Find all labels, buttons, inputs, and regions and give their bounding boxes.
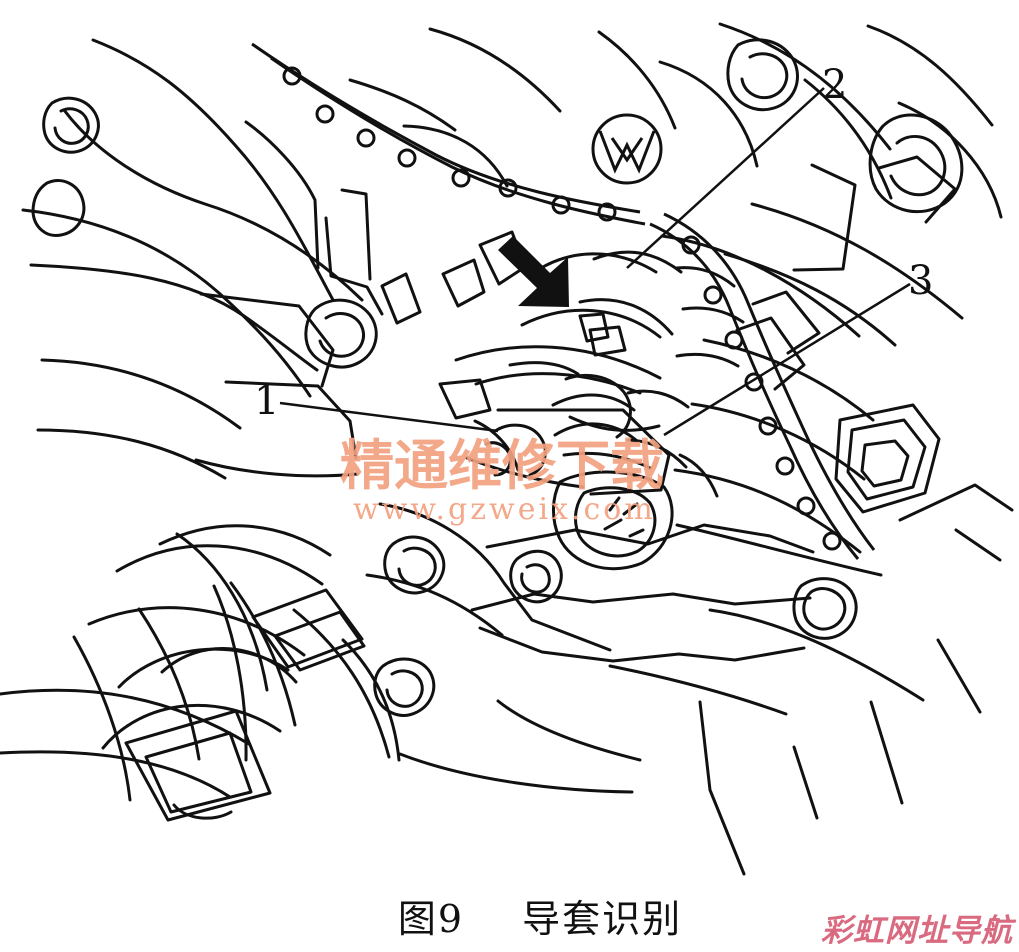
leader-lines (279, 87, 911, 437)
watermark-url: www.gzweix.com (353, 492, 656, 527)
figure-caption: 图9 导套识别 (350, 885, 730, 945)
pointer-arrow-icon (498, 236, 569, 307)
site-watermark-badge: 彩虹网址导航 (821, 904, 1013, 950)
timing-chain (251, 42, 876, 560)
watermark-overlay: 精通维修下载 www.gzweix.com (340, 433, 664, 527)
callout-1-label: 1 (254, 378, 279, 424)
callout-numbers: 1 2 3 (254, 62, 933, 424)
callout-3-label: 3 (908, 258, 933, 304)
figure-title: 导套识别 (522, 896, 683, 941)
figure-number: 图9 (397, 896, 465, 941)
site-watermark-text: 彩虹网址导航 (821, 912, 1013, 949)
technical-line-art (0, 22, 1014, 876)
vw-logo (591, 113, 663, 185)
watermark-title: 精通维修下载 (340, 433, 664, 497)
callout-2-label: 2 (822, 62, 847, 108)
